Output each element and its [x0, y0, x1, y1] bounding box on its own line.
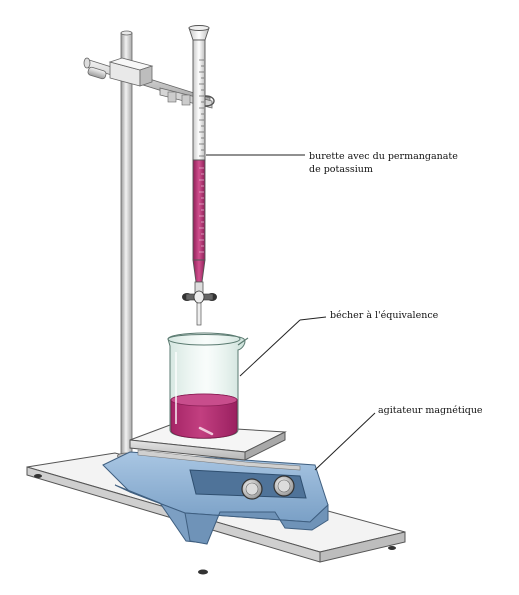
agitateur-leader-line	[315, 413, 375, 470]
agitateur-label: agitateur magnétique	[378, 404, 483, 417]
burette-label-line1: burette avec du permanganate	[309, 150, 458, 163]
stand-rod	[118, 31, 136, 459]
burette-label-line2: de potassium	[309, 163, 458, 176]
beaker	[168, 333, 248, 438]
stopcock	[182, 282, 217, 325]
becher-label: bécher à l'équivalence	[330, 309, 438, 322]
burette-label: burette avec du permanganate de potassiu…	[309, 150, 458, 176]
burette	[182, 26, 217, 326]
becher-leader-line	[240, 320, 300, 376]
